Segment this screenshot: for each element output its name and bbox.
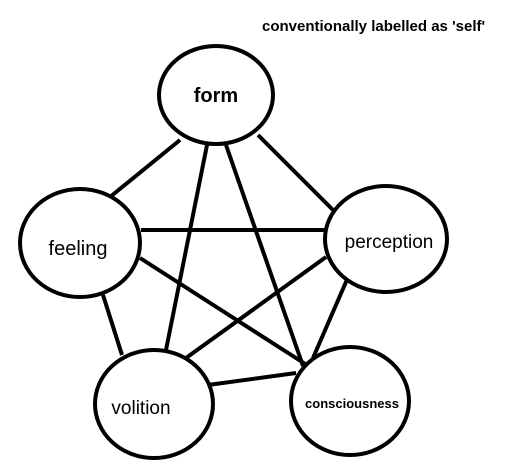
edge-form-feeling	[108, 138, 182, 199]
node-volition-shape	[93, 348, 215, 460]
node-perception-shape	[323, 184, 449, 294]
node-feeling: feeling	[18, 187, 142, 299]
node-consciousness-shape	[289, 345, 411, 457]
node-consciousness: consciousness	[289, 345, 411, 457]
node-form: form	[157, 44, 275, 146]
node-feeling-shape	[18, 187, 142, 299]
edge-perception-volition	[184, 255, 328, 360]
edge-feeling-volition	[101, 294, 124, 356]
node-form-label: form	[194, 85, 238, 107]
node-feeling-label: feeling	[49, 238, 108, 260]
edge-perception-consciousness	[311, 274, 351, 359]
node-perception: perception	[323, 184, 449, 294]
node-form-shape	[157, 44, 275, 146]
node-perception-label: perception	[345, 232, 434, 253]
diagram-caption: conventionally labelled as 'self'	[262, 18, 486, 35]
edge-form-volition	[163, 144, 209, 356]
edge-feeling-consciousness	[138, 256, 312, 369]
edge-volition-consciousness	[207, 371, 297, 387]
edge-form-perception	[256, 133, 338, 215]
edge-form-consciousness	[224, 144, 305, 367]
node-consciousness-label: consciousness	[305, 396, 399, 411]
edge-layer	[101, 133, 351, 387]
node-volition: volition	[93, 348, 215, 460]
node-volition-label: volition	[111, 398, 170, 419]
